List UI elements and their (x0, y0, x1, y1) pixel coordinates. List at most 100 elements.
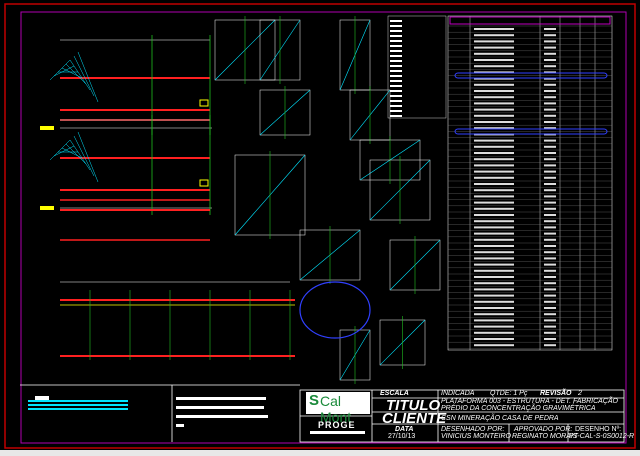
table-cell (544, 145, 556, 148)
table-cell (474, 338, 514, 340)
table-cell (474, 344, 514, 347)
table-cell (474, 269, 514, 272)
table-cell (474, 189, 514, 192)
table-header (449, 16, 611, 25)
table-cell (544, 52, 556, 55)
table-cell (474, 71, 514, 74)
material-cell (390, 95, 402, 97)
table-cell (544, 152, 556, 154)
table-cell (544, 139, 556, 142)
mark-label (40, 126, 54, 130)
table-cell (544, 90, 556, 92)
table-cell (474, 325, 514, 328)
aprovado-value: REGINATO MORAIS (512, 433, 578, 440)
table-cell (474, 245, 514, 247)
material-cell (390, 100, 402, 102)
table-cell (474, 83, 514, 86)
table-cell (544, 201, 556, 204)
leader-line (49, 139, 71, 161)
material-cell (390, 55, 402, 57)
highlight-ring (454, 72, 608, 79)
table-cell (544, 288, 556, 291)
table-cell (474, 52, 514, 55)
leader-line (73, 55, 95, 97)
horizontal-scrollbar[interactable] (0, 450, 640, 456)
material-cell (390, 20, 402, 22)
material-cell (390, 50, 402, 52)
leader-line (53, 65, 75, 77)
table-cell (474, 307, 514, 309)
table-cell (544, 176, 556, 179)
mark-label (40, 206, 54, 210)
table-cell (544, 220, 556, 223)
table-cell (544, 307, 556, 309)
material-cell (390, 80, 402, 82)
material-cell (390, 75, 402, 77)
aprovado-label: APROVADO POR: (514, 426, 573, 433)
titulo-line1: PLATAFORMA 003 - ESTRUTURA - DET. FABRIC… (441, 398, 618, 405)
qtde-label: QTDE: 1 Pç (490, 390, 528, 397)
table-cell (474, 238, 514, 241)
desenhado-value: VINICIUS MONTEIRO (441, 433, 512, 440)
table-cell (544, 300, 556, 303)
table-cell (474, 108, 514, 111)
material-cell (390, 35, 402, 37)
detail-circle (299, 281, 371, 339)
material-cell (390, 110, 402, 112)
material-cell (390, 70, 402, 72)
table-cell (474, 195, 514, 198)
revisao-value: 2 (578, 390, 582, 397)
structural-details (28, 16, 441, 427)
table-cell (544, 102, 556, 105)
table-cell (474, 96, 514, 99)
redacted-text (176, 415, 268, 418)
table-cell (474, 127, 514, 130)
table-cell (544, 96, 556, 99)
table-cell (544, 59, 556, 61)
table-cell (474, 59, 514, 61)
redacted-text (176, 406, 264, 409)
table-cell (544, 294, 556, 297)
table-cell (474, 201, 514, 204)
table-cell (544, 83, 556, 86)
table-cell (544, 164, 556, 167)
mark-box (199, 179, 209, 187)
table-cell (474, 263, 514, 266)
table-cell (544, 121, 556, 123)
table-cell (544, 214, 556, 216)
table-cell (544, 114, 556, 117)
titulo-line2: PRÉDIO DA CONCENTRAÇÃO GRAVIMÉTRICA (441, 405, 596, 412)
table-cell (544, 269, 556, 272)
leader-line (49, 59, 71, 81)
data-value: 27/10/13 (388, 433, 416, 440)
table-cell (474, 65, 514, 68)
table-cell (544, 189, 556, 192)
table-cell (544, 276, 556, 278)
table-cell (474, 214, 514, 216)
table-cell (474, 145, 514, 148)
table-cell (474, 257, 514, 260)
redacted-text (176, 424, 184, 427)
table-cell (474, 282, 514, 285)
table-cell (544, 108, 556, 111)
table-cell (544, 344, 556, 347)
table-cell (544, 245, 556, 247)
leader-line (61, 67, 83, 79)
general-note (28, 404, 128, 406)
table-cell (474, 288, 514, 291)
table-cell (544, 263, 556, 266)
material-cell (390, 85, 402, 87)
material-cell (390, 65, 402, 67)
table-cell (474, 28, 514, 30)
escala-value: INDICADA (441, 390, 475, 397)
outer-frame (4, 3, 636, 449)
table-cell (474, 319, 514, 322)
table-cell (474, 152, 514, 154)
table-cell (474, 331, 514, 334)
material-cell (390, 115, 402, 117)
table-cell (474, 102, 514, 105)
highlight-ring (454, 128, 608, 135)
note-marker (35, 396, 49, 400)
